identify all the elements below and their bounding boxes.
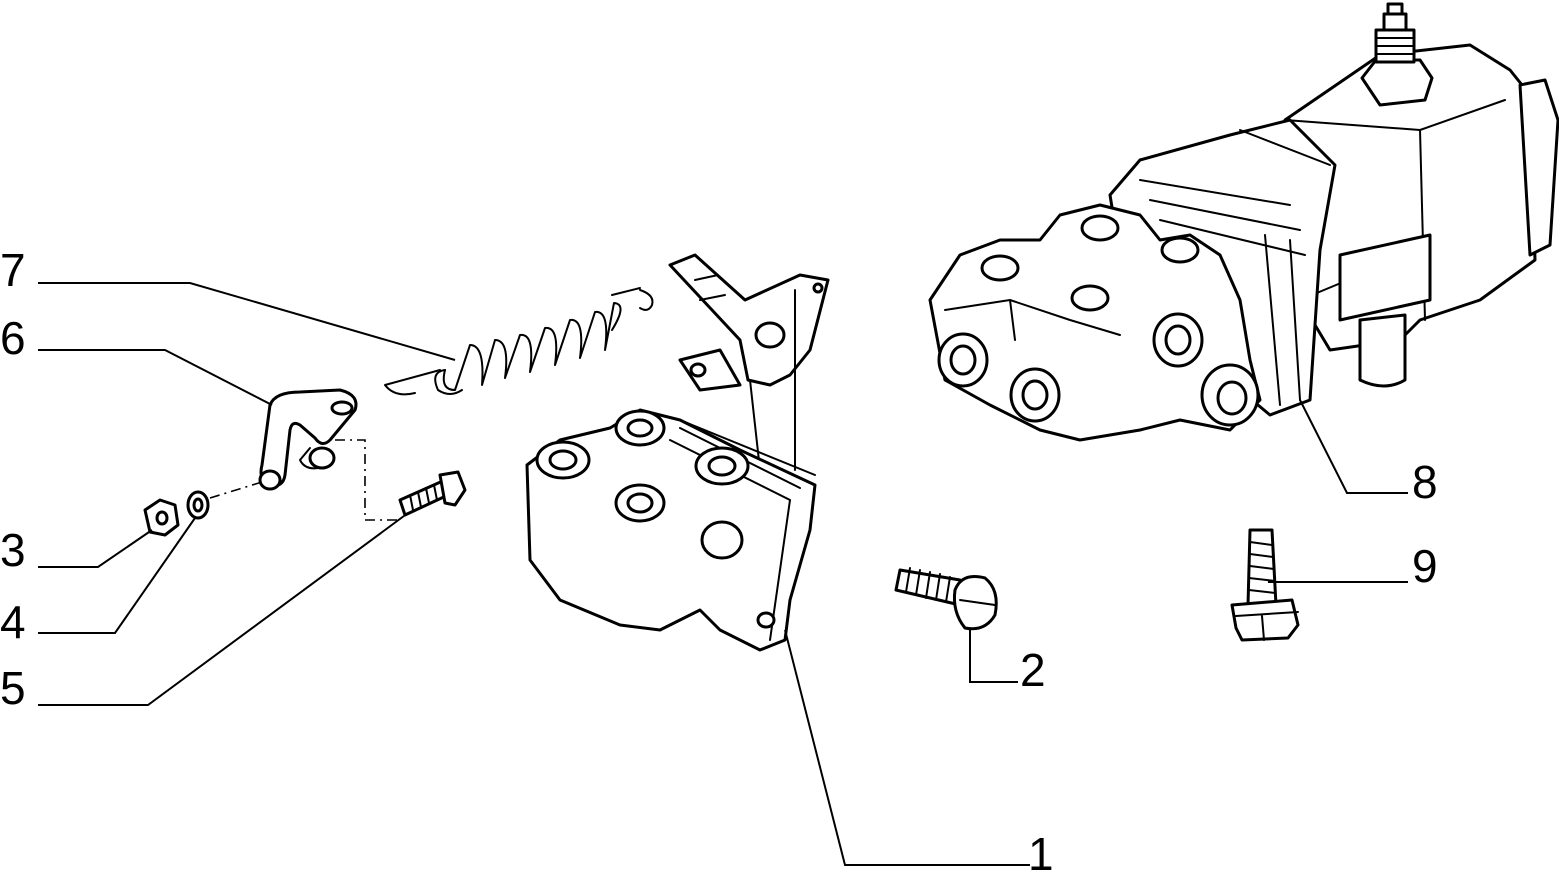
callout-8: 8 — [1412, 456, 1438, 508]
leader-line-2 — [969, 628, 1018, 683]
part-2-bolt — [894, 567, 998, 631]
part-1-valve-body — [525, 253, 830, 652]
part-7-spring — [384, 287, 654, 396]
part-3-nut — [143, 498, 180, 537]
leader-line-6 — [38, 349, 273, 406]
leader-line-5 — [38, 512, 409, 706]
assembly-line-lever-screw — [335, 439, 400, 521]
leader-line-4 — [38, 517, 196, 634]
callout-5: 5 — [0, 662, 26, 714]
callout-9: 9 — [1412, 540, 1438, 592]
part-5-screw — [398, 470, 467, 517]
part-8-valve-assembly — [928, 2, 1559, 442]
callout-2: 2 — [1020, 644, 1046, 696]
part-4-washer — [186, 490, 210, 520]
callout-3: 3 — [0, 524, 26, 576]
leader-line-7 — [38, 282, 456, 361]
callout-6: 6 — [0, 312, 26, 364]
leader-line-3 — [38, 529, 153, 568]
leader-line-1 — [784, 629, 1030, 866]
callout-4: 4 — [0, 596, 26, 648]
part-6-lever — [258, 388, 358, 491]
callout-7: 7 — [0, 244, 26, 296]
leader-line-8 — [1299, 399, 1408, 494]
part-9-bolt — [1230, 528, 1300, 642]
callout-1: 1 — [1028, 828, 1054, 872]
assembly-line-washer-lever — [209, 481, 263, 499]
